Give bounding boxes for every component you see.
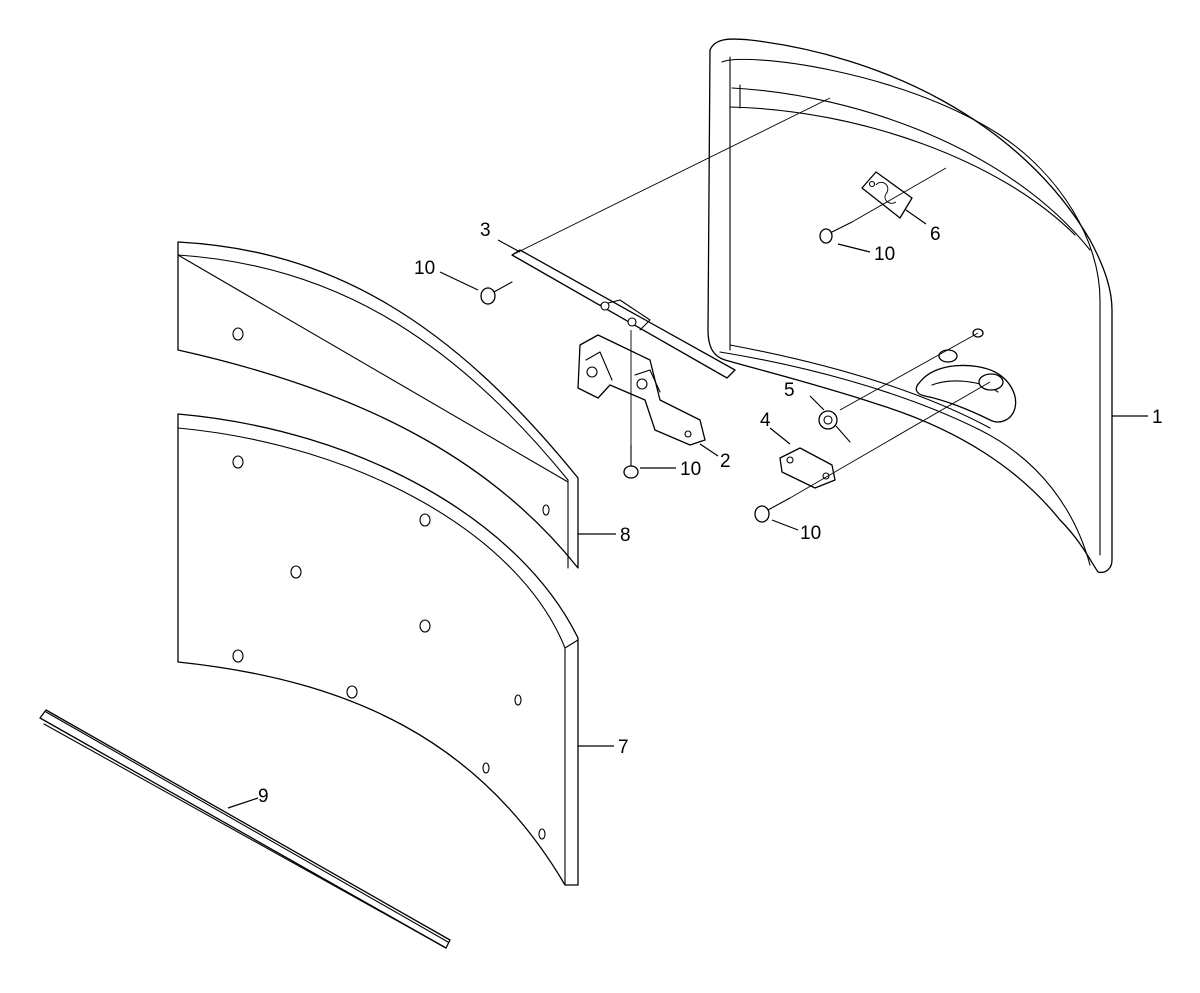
callout-10-b: 10 <box>874 244 895 265</box>
part-10-bolts <box>480 221 853 523</box>
callout-5: 5 <box>784 380 795 401</box>
callout-10-c: 10 <box>680 459 701 480</box>
callout-7: 7 <box>618 737 629 758</box>
callout-2: 2 <box>720 451 731 472</box>
bolt-b <box>819 221 853 244</box>
callout-9: 9 <box>258 786 269 807</box>
bolt-c <box>623 444 639 479</box>
callout-labels: 1 2 3 4 5 6 7 8 9 10 10 10 10 <box>258 220 1163 807</box>
callout-leaders <box>227 209 1148 809</box>
callout-10-d: 10 <box>800 523 821 544</box>
part-9-trim-strip <box>39 709 451 949</box>
callout-8: 8 <box>620 525 631 546</box>
part-2-hinge-bracket <box>577 334 706 446</box>
callout-1: 1 <box>1152 407 1163 428</box>
bolt-d <box>754 497 791 523</box>
part-3-hinge-bar <box>511 249 736 379</box>
callout-4: 4 <box>760 410 771 431</box>
bolt-a <box>480 281 513 305</box>
part-1-back-panel <box>707 38 1113 574</box>
callout-6: 6 <box>930 224 941 245</box>
callout-10-a: 10 <box>414 258 435 279</box>
part-5-lock <box>818 410 851 443</box>
part-4-latch <box>779 447 836 489</box>
assembly-lines <box>511 97 991 499</box>
part-7-lower-panel <box>177 413 579 886</box>
part-8-upper-panel <box>177 241 579 569</box>
callout-3: 3 <box>480 220 491 241</box>
